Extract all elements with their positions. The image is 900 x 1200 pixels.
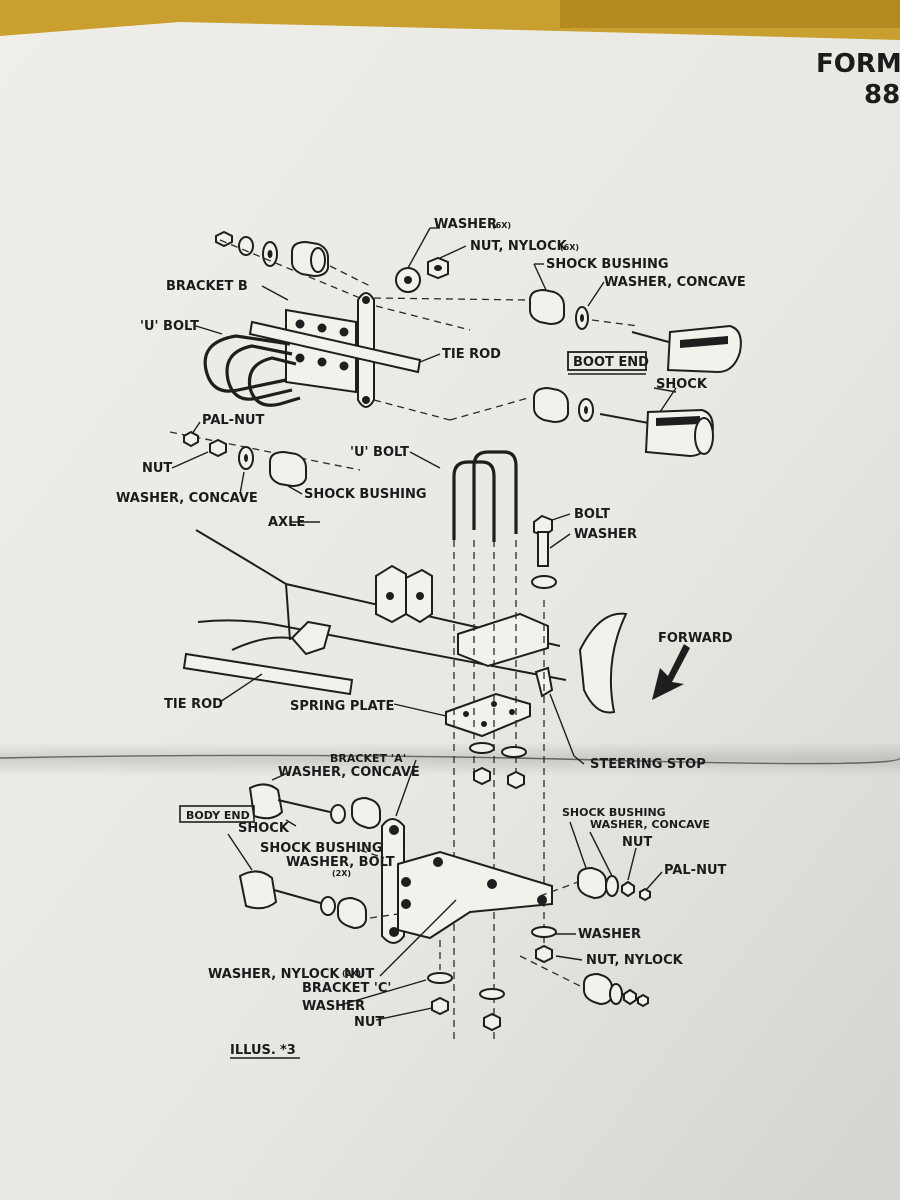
fold-crease — [0, 742, 900, 776]
label-boot-end: BOOT END — [573, 355, 649, 370]
label-shock-bushing-top: SHOCK BUSHING — [546, 257, 669, 272]
form-title: FORM — [816, 49, 900, 79]
label-body-end: BODY END — [186, 809, 250, 822]
label-washer-concave-bottom-right: WASHER, CONCAVE — [590, 818, 710, 831]
svg-text:(6X): (6X) — [492, 221, 511, 230]
label-bolt: BOLT — [574, 507, 610, 522]
axle — [195, 529, 628, 714]
u-bolts-top — [203, 334, 301, 407]
body-end-box — [179, 805, 255, 823]
label-washer-top: WASHER — [434, 217, 497, 232]
label-spring-plate: SPRING PLATE — [290, 699, 394, 714]
svg-text:ILLUS.: ILLUS. — [230, 1043, 276, 1058]
shock-bottom-upper — [248, 783, 381, 830]
tie-rod-mid — [182, 652, 354, 696]
label-nut-top: NUT — [142, 461, 172, 476]
shock-bushing-top — [529, 288, 565, 326]
shock-top-upper — [631, 324, 742, 374]
label-washer-nylock-nut: WASHER, NYLOCK NUT — [208, 967, 374, 982]
label-u-bolt-left: 'U' BOLT — [140, 319, 199, 334]
label-steering-stop: STEERING STOP — [590, 757, 706, 772]
form-number: 88 — [864, 80, 900, 110]
label-nut-bottom: NUT — [354, 1015, 384, 1030]
label-washer-bottom: WASHER — [302, 999, 365, 1014]
label-shock-bushing-bottom-right: SHOCK BUSHING — [562, 806, 666, 819]
label-shock-bushing-bottom-left: SHOCK BUSHING — [260, 841, 383, 856]
svg-text:(2X): (2X) — [332, 869, 351, 878]
label-nut-nylock-bottom: NUT, NYLOCK — [586, 953, 684, 968]
bracket-c — [397, 850, 553, 940]
top-left-lower-hardware — [183, 430, 307, 488]
label-tie-rod-mid: TIE ROD — [164, 697, 223, 712]
label-washer-bottom-right: WASHER — [578, 927, 641, 942]
forward-arrow — [652, 644, 690, 700]
paper-sheet — [0, 22, 900, 1200]
washer-bolt — [531, 575, 557, 589]
label-nut-nylock-top: NUT, NYLOCK — [470, 239, 568, 254]
spring-plate — [445, 692, 531, 738]
label-pal-nut-top: PAL-NUT — [202, 413, 265, 428]
label-forward: FORWARD — [658, 631, 733, 646]
label-washer-bolt: WASHER — [574, 527, 637, 542]
label-washer-concave-left: WASHER, CONCAVE — [116, 491, 258, 506]
label-shock-top: SHOCK — [656, 377, 708, 392]
svg-text:(6X): (6X) — [560, 243, 579, 252]
labels: WASHER (6X) NUT, NYLOCK (6X) BRACKET B '… — [116, 217, 746, 1030]
label-pal-nut-bottom: PAL-NUT — [664, 863, 727, 878]
label-tie-rod-top: TIE ROD — [442, 347, 501, 362]
steering-stop — [534, 666, 554, 698]
label-nut-bottom-right: NUT — [622, 835, 652, 850]
label-axle: AXLE — [268, 515, 305, 530]
shock-bottom-lower — [238, 870, 367, 930]
svg-text:(2X): (2X) — [342, 969, 361, 978]
label-washer-concave-bottom: WASHER, CONCAVE — [278, 765, 420, 780]
svg-text:*3: *3 — [280, 1043, 296, 1058]
label-u-bolt-mid: 'U' BOLT — [350, 445, 409, 460]
shock-top-lower — [599, 408, 714, 458]
bolt — [531, 514, 557, 589]
label-shock-bottom: SHOCK — [238, 821, 290, 836]
label-shock-bushing-left: SHOCK BUSHING — [304, 487, 427, 502]
u-bolt-mid — [452, 450, 518, 542]
illustration-caption: ILLUS. *3 — [230, 1043, 300, 1059]
label-washer-concave-top: WASHER, CONCAVE — [604, 275, 746, 290]
label-washer-bolt-bottom: WASHER, BOLT — [286, 855, 395, 870]
tie-rod-top — [248, 320, 422, 374]
top-left-hardware — [215, 230, 329, 278]
boot-end-box — [567, 351, 647, 371]
label-bracket-c: BRACKET 'C' — [302, 981, 391, 996]
label-bracket-a: BRACKET 'A' — [330, 752, 406, 765]
label-bracket-b: BRACKET B — [166, 279, 248, 294]
